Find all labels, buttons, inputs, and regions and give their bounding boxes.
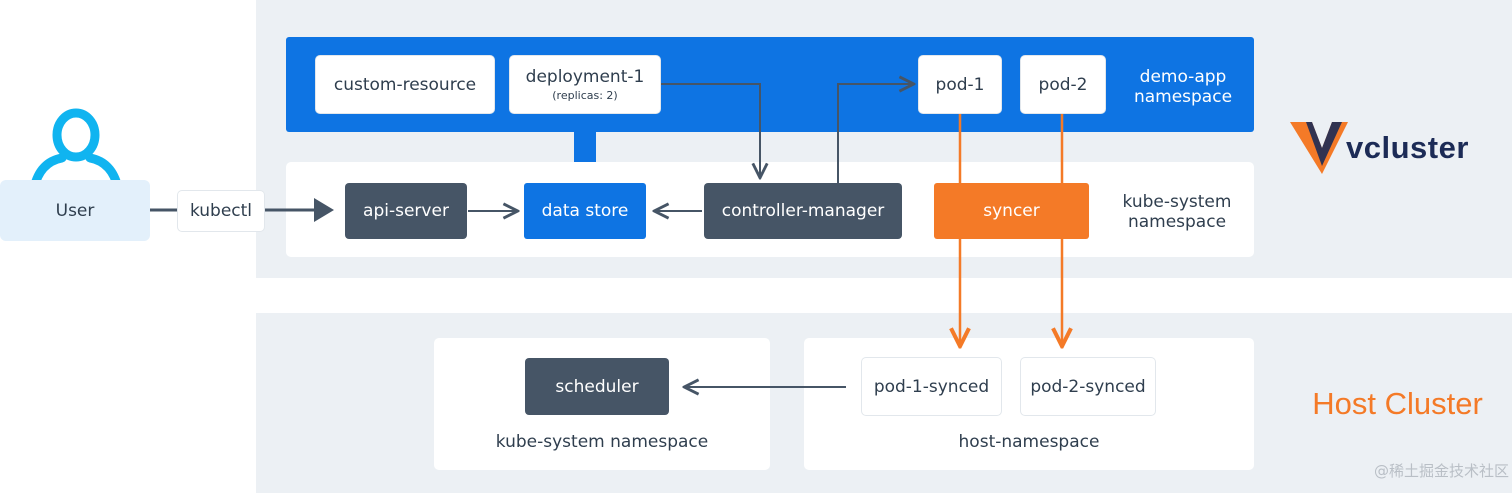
deployment-to-controller-arrow — [660, 83, 760, 176]
controller-to-pod1-arrow — [837, 84, 912, 183]
pod-1-synced-node: pod-1-synced — [862, 358, 1001, 415]
vcluster-logo-icon — [1290, 122, 1348, 174]
host-cluster-title: Host Cluster — [1312, 386, 1483, 421]
watermark: @稀土掘金技术社区 — [1373, 462, 1509, 480]
kube-system-virtual-label: kube-system namespace — [1112, 192, 1242, 232]
pod-1-node: pod-1 — [919, 56, 1001, 113]
syncer-label: syncer — [983, 201, 1040, 221]
data-store-node: data store — [524, 183, 646, 239]
scheduler-label: scheduler — [555, 376, 639, 397]
kubectl-box: kubectl — [178, 191, 264, 231]
apiserver-arrowhead — [314, 198, 334, 222]
controller-manager-node: controller-manager — [704, 183, 902, 239]
user-icon — [26, 108, 126, 190]
syncer-node: syncer — [934, 183, 1089, 239]
pod-1-synced-label: pod-1-synced — [873, 376, 990, 397]
pod-2-label: pod-2 — [1038, 74, 1088, 95]
deployment-node: deployment-1 (replicas: 2) — [510, 56, 660, 113]
controller-manager-label: controller-manager — [721, 201, 885, 221]
scheduler-node: scheduler — [525, 358, 669, 415]
deployment-replicas-label: (replicas: 2) — [552, 89, 618, 102]
vcluster-logo-text: vcluster — [1346, 130, 1469, 165]
custom-resource-label: custom-resource — [333, 74, 477, 95]
api-server-label: api-server — [363, 201, 449, 221]
pod-2-synced-label: pod-2-synced — [1030, 376, 1146, 397]
data-store-label: data store — [541, 201, 629, 221]
demo-app-label-line1: demo-app — [1139, 67, 1227, 87]
kubectl-label: kubectl — [189, 201, 253, 221]
vcluster-logo: vcluster — [1288, 118, 1488, 178]
user-label: User — [55, 200, 95, 221]
pod-2-node: pod-2 — [1021, 56, 1105, 113]
demo-app-label-line2: namespace — [1133, 87, 1233, 107]
host-kube-system-label: kube-system namespace — [495, 432, 709, 452]
api-server-node: api-server — [345, 183, 467, 239]
host-namespace-label: host-namespace — [958, 432, 1100, 452]
pod-2-synced-node: pod-2-synced — [1021, 358, 1155, 415]
kube-system-label-line2: namespace — [1127, 212, 1227, 232]
demo-app-namespace-label: demo-app namespace — [1118, 67, 1248, 107]
deployment-label: deployment-1 — [525, 67, 645, 87]
pod-1-label: pod-1 — [935, 74, 985, 95]
kube-system-label-line1: kube-system — [1122, 192, 1232, 212]
custom-resource-node: custom-resource — [316, 56, 494, 113]
user-box: User — [0, 180, 150, 241]
